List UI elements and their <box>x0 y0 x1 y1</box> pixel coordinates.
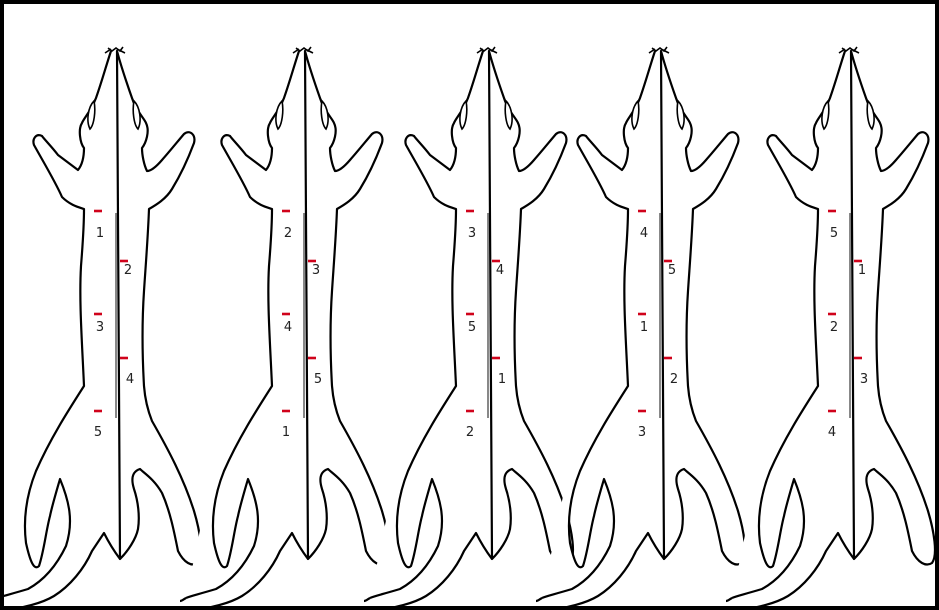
site-label: 4 <box>828 425 836 440</box>
site-label: 4 <box>496 263 504 278</box>
site-label: 3 <box>468 226 476 241</box>
site-label: 3 <box>96 320 104 335</box>
site-label: 2 <box>670 372 678 387</box>
site-label: 3 <box>312 263 320 278</box>
site-label: 5 <box>668 263 676 278</box>
site-label: 5 <box>468 320 476 335</box>
site-label: 1 <box>858 263 866 278</box>
site-label: 3 <box>638 425 646 440</box>
diagram-canvas: 1 2 3 4 5 2 3 4 5 1 3 4 5 1 2 4 5 1 2 3 5 1 2 3 4 <box>4 4 935 606</box>
site-label: 2 <box>284 226 292 241</box>
site-label: 1 <box>282 425 290 440</box>
mouse-panel-4: 4 5 1 2 3 <box>535 47 745 606</box>
site-label: 4 <box>640 226 648 241</box>
site-label: 5 <box>830 226 838 241</box>
site-label: 1 <box>640 320 648 335</box>
site-label: 5 <box>94 425 102 440</box>
mouse-panel-1: 1 2 3 4 5 <box>4 47 201 606</box>
site-label: 4 <box>126 372 134 387</box>
site-label: 2 <box>830 320 838 335</box>
site-label: 1 <box>498 372 506 387</box>
site-label: 2 <box>124 263 132 278</box>
site-label: 2 <box>466 425 474 440</box>
mouse-panel-3: 3 4 5 1 2 <box>363 47 573 606</box>
mouse-panel-2: 2 3 4 5 1 <box>179 47 389 606</box>
site-label: 3 <box>860 372 868 387</box>
site-label: 4 <box>284 320 292 335</box>
mouse-panel-5: 5 1 2 3 4 <box>725 47 935 606</box>
site-label: 5 <box>314 372 322 387</box>
site-label: 1 <box>96 226 104 241</box>
